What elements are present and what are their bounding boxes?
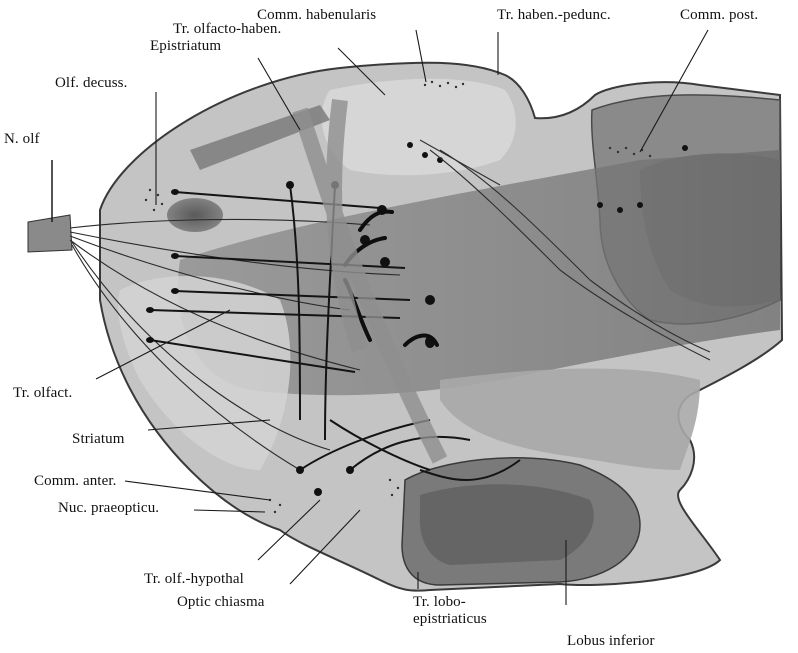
label-nuc-praeopticu: Nuc. praeopticu. <box>58 500 159 517</box>
label-tr-olfact: Tr. olfact. <box>13 385 72 402</box>
label-tr-olfacto-haben: Tr. olfacto-haben. <box>173 21 281 38</box>
label-epistriatum: Epistriatum <box>150 38 221 55</box>
label-comm-post: Comm. post. <box>680 7 758 24</box>
upper-region <box>322 79 516 175</box>
label-comm-anter: Comm. anter. <box>34 473 116 490</box>
label-tr-olf-hypothal: Tr. olf.-hypothal <box>144 571 244 588</box>
striatum-zone <box>118 276 290 470</box>
label-tr-lobo-line1: Tr. lobo- <box>413 594 466 611</box>
lobus-inferior-dark <box>420 484 594 565</box>
label-n-olf: N. olf <box>4 131 40 148</box>
label-tr-haben-pedunc: Tr. haben.-pedunc. <box>497 7 611 24</box>
dark-blob <box>167 198 223 232</box>
label-optic-chiasma: Optic chiasma <box>177 594 265 611</box>
n-olf-stub <box>28 215 72 252</box>
label-lobus-inferior: Lobus inferior <box>567 633 655 650</box>
label-tr-lobo-line2: epistriaticus <box>413 611 487 628</box>
label-striatum: Striatum <box>72 431 124 448</box>
label-olf-decuss: Olf. decuss. <box>55 75 127 92</box>
